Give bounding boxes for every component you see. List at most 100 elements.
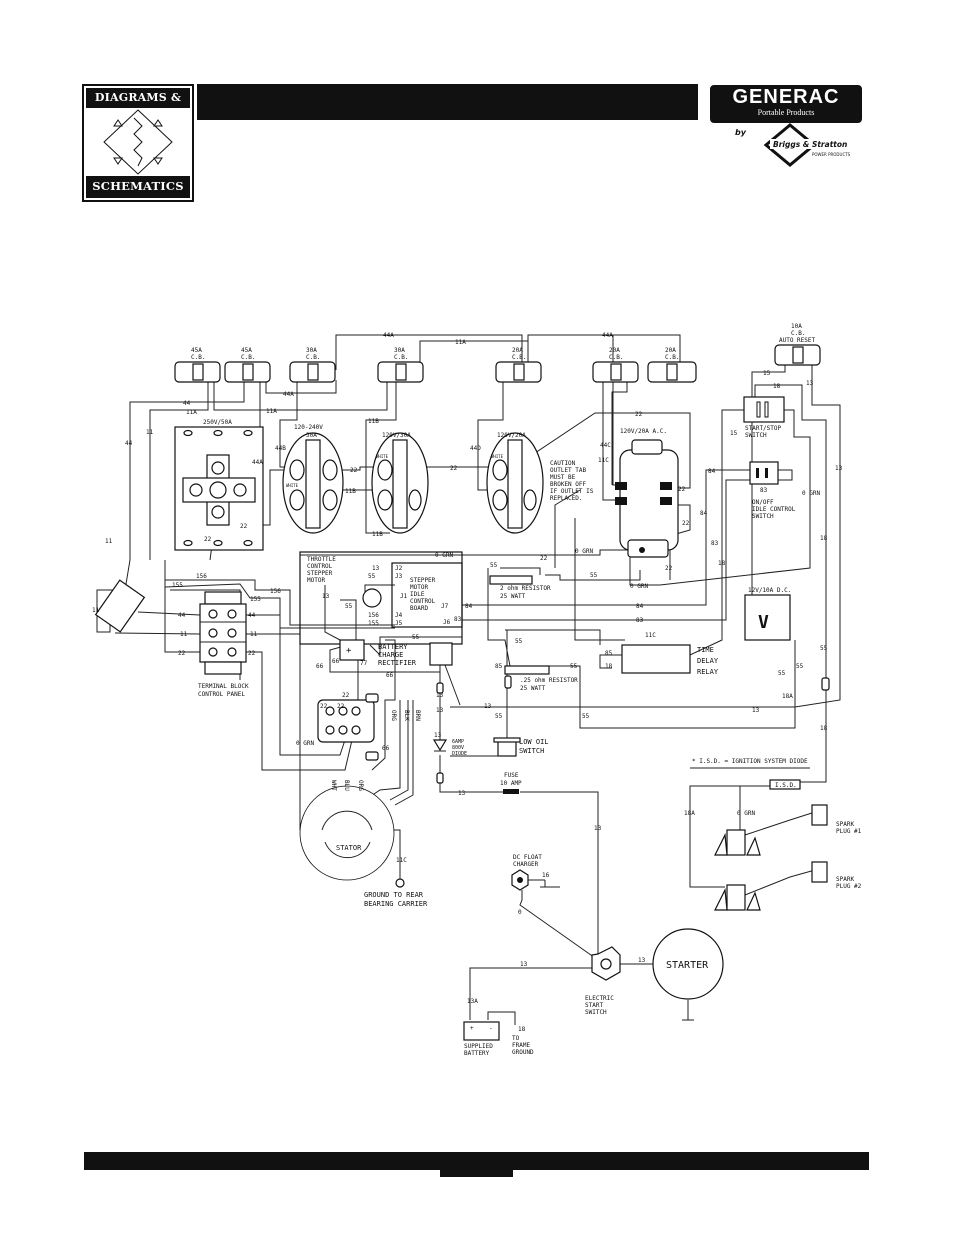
- svg-text:155: 155: [368, 620, 379, 627]
- svg-text:BLU: BLU: [343, 780, 350, 791]
- svg-text:C.B.: C.B.: [791, 330, 805, 337]
- svg-text:22: 22: [635, 411, 643, 418]
- svg-text:55: 55: [412, 634, 420, 641]
- svg-text:RECTIFIER: RECTIFIER: [378, 659, 417, 667]
- svg-text:55: 55: [368, 573, 376, 580]
- svg-text:SUPPLIED: SUPPLIED: [464, 1043, 493, 1050]
- svg-text:J6: J6: [443, 619, 451, 626]
- svg-text:J7: J7: [441, 603, 449, 610]
- svg-text:13: 13: [436, 707, 444, 714]
- svg-text:44: 44: [183, 400, 191, 407]
- svg-text:44A: 44A: [252, 459, 263, 466]
- svg-text:.25 ohm RESISTOR: .25 ohm RESISTOR: [520, 677, 578, 684]
- svg-text:SWITCH: SWITCH: [752, 513, 774, 520]
- svg-text:WHT: WHT: [330, 780, 337, 791]
- svg-text:44A: 44A: [602, 332, 613, 339]
- svg-text:IF OUTLET IS: IF OUTLET IS: [550, 488, 594, 495]
- svg-text:77: 77: [360, 660, 368, 667]
- svg-text:POWER PRODUCTS: POWER PRODUCTS: [812, 152, 851, 157]
- svg-text:44: 44: [125, 440, 133, 447]
- svg-text:155: 155: [250, 596, 261, 603]
- page-number-tab: [440, 1152, 513, 1177]
- logo-bottom-text: SCHEMATICS: [86, 176, 190, 198]
- svg-text:44B: 44B: [275, 445, 286, 452]
- svg-text:IDLE CONTROL: IDLE CONTROL: [752, 506, 796, 513]
- svg-text:84: 84: [708, 468, 716, 475]
- svg-text:THROTTLE: THROTTLE: [307, 556, 336, 563]
- svg-text:PLUG #2: PLUG #2: [836, 883, 862, 890]
- svg-text:FUSE: FUSE: [504, 772, 519, 779]
- svg-text:156: 156: [196, 573, 207, 580]
- svg-text:2 ohm RESISTOR: 2 ohm RESISTOR: [500, 585, 551, 592]
- svg-text:13: 13: [594, 825, 602, 832]
- svg-text:15: 15: [730, 430, 738, 437]
- svg-text:STEPPER: STEPPER: [410, 577, 436, 584]
- svg-text:22: 22: [337, 703, 345, 710]
- svg-text:12V/10A D.C.: 12V/10A D.C.: [748, 587, 791, 594]
- svg-text:55: 55: [582, 713, 590, 720]
- dc-outlet-icon: V: [758, 612, 769, 633]
- svg-text:STARTER: STARTER: [666, 960, 709, 971]
- svg-text:11: 11: [250, 631, 258, 638]
- svg-text:18: 18: [605, 663, 613, 670]
- svg-text:C.B.: C.B.: [394, 354, 408, 361]
- svg-text:DC FLOAT: DC FLOAT: [513, 854, 542, 861]
- svg-text:13: 13: [434, 732, 442, 739]
- svg-text:55: 55: [345, 603, 353, 610]
- svg-text:66: 66: [316, 663, 324, 670]
- svg-text:85: 85: [495, 663, 503, 670]
- svg-text:11B: 11B: [372, 531, 383, 538]
- svg-text:J3: J3: [395, 573, 403, 580]
- svg-text:BOARD: BOARD: [410, 605, 428, 612]
- svg-text:22: 22: [320, 703, 328, 710]
- svg-text:11B: 11B: [368, 418, 379, 425]
- svg-text:83: 83: [454, 616, 462, 623]
- svg-text:SPARK: SPARK: [836, 876, 854, 883]
- svg-text:15: 15: [763, 370, 771, 377]
- svg-text:55: 55: [515, 638, 523, 645]
- header-title-bar: [197, 84, 698, 120]
- svg-text:BLK: BLK: [403, 710, 410, 721]
- svg-text:13: 13: [436, 692, 444, 699]
- svg-text:25 WATT: 25 WATT: [520, 685, 546, 692]
- svg-text:13: 13: [752, 707, 760, 714]
- svg-text:TIME: TIME: [697, 646, 714, 654]
- stator: STATOR WHT BLU ORG ORG BLK BRN GROUND TO…: [299, 693, 428, 908]
- svg-text:SWITCH: SWITCH: [745, 432, 767, 439]
- svg-text:30A: 30A: [394, 347, 405, 354]
- svg-text:CONTROL: CONTROL: [307, 563, 333, 570]
- svg-text:84: 84: [700, 510, 708, 517]
- svg-text:J1: J1: [400, 593, 408, 600]
- svg-text:85: 85: [605, 650, 613, 657]
- svg-text:30A: 30A: [306, 432, 317, 439]
- svg-text:120V/20A: 120V/20A: [497, 432, 526, 439]
- diagrams-schematics-logo: DIAGRAMS & SCHEMATICS: [82, 84, 194, 202]
- svg-text:13A: 13A: [467, 998, 478, 1005]
- svg-text:55: 55: [820, 645, 828, 652]
- svg-text:44A: 44A: [283, 391, 294, 398]
- svg-text:44: 44: [248, 612, 256, 619]
- svg-text:CONTROL PANEL: CONTROL PANEL: [198, 691, 245, 698]
- svg-text:0: 0: [518, 909, 522, 916]
- svg-text:WHITE: WHITE: [376, 454, 389, 459]
- svg-text:22: 22: [665, 565, 673, 572]
- svg-text:55: 55: [490, 562, 498, 569]
- svg-text:22: 22: [678, 486, 686, 493]
- svg-text:0 GRN: 0 GRN: [296, 740, 314, 747]
- svg-text:11: 11: [146, 429, 154, 436]
- svg-text:IDLE: IDLE: [410, 591, 425, 598]
- svg-text:22: 22: [248, 650, 256, 657]
- svg-text:13: 13: [484, 703, 492, 710]
- svg-text:155: 155: [172, 582, 183, 589]
- svg-text:44: 44: [178, 612, 186, 619]
- svg-text:22: 22: [342, 692, 350, 699]
- svg-text:22: 22: [682, 520, 690, 527]
- ignition-switch: [94, 579, 146, 633]
- svg-text:C.B.: C.B.: [512, 354, 526, 361]
